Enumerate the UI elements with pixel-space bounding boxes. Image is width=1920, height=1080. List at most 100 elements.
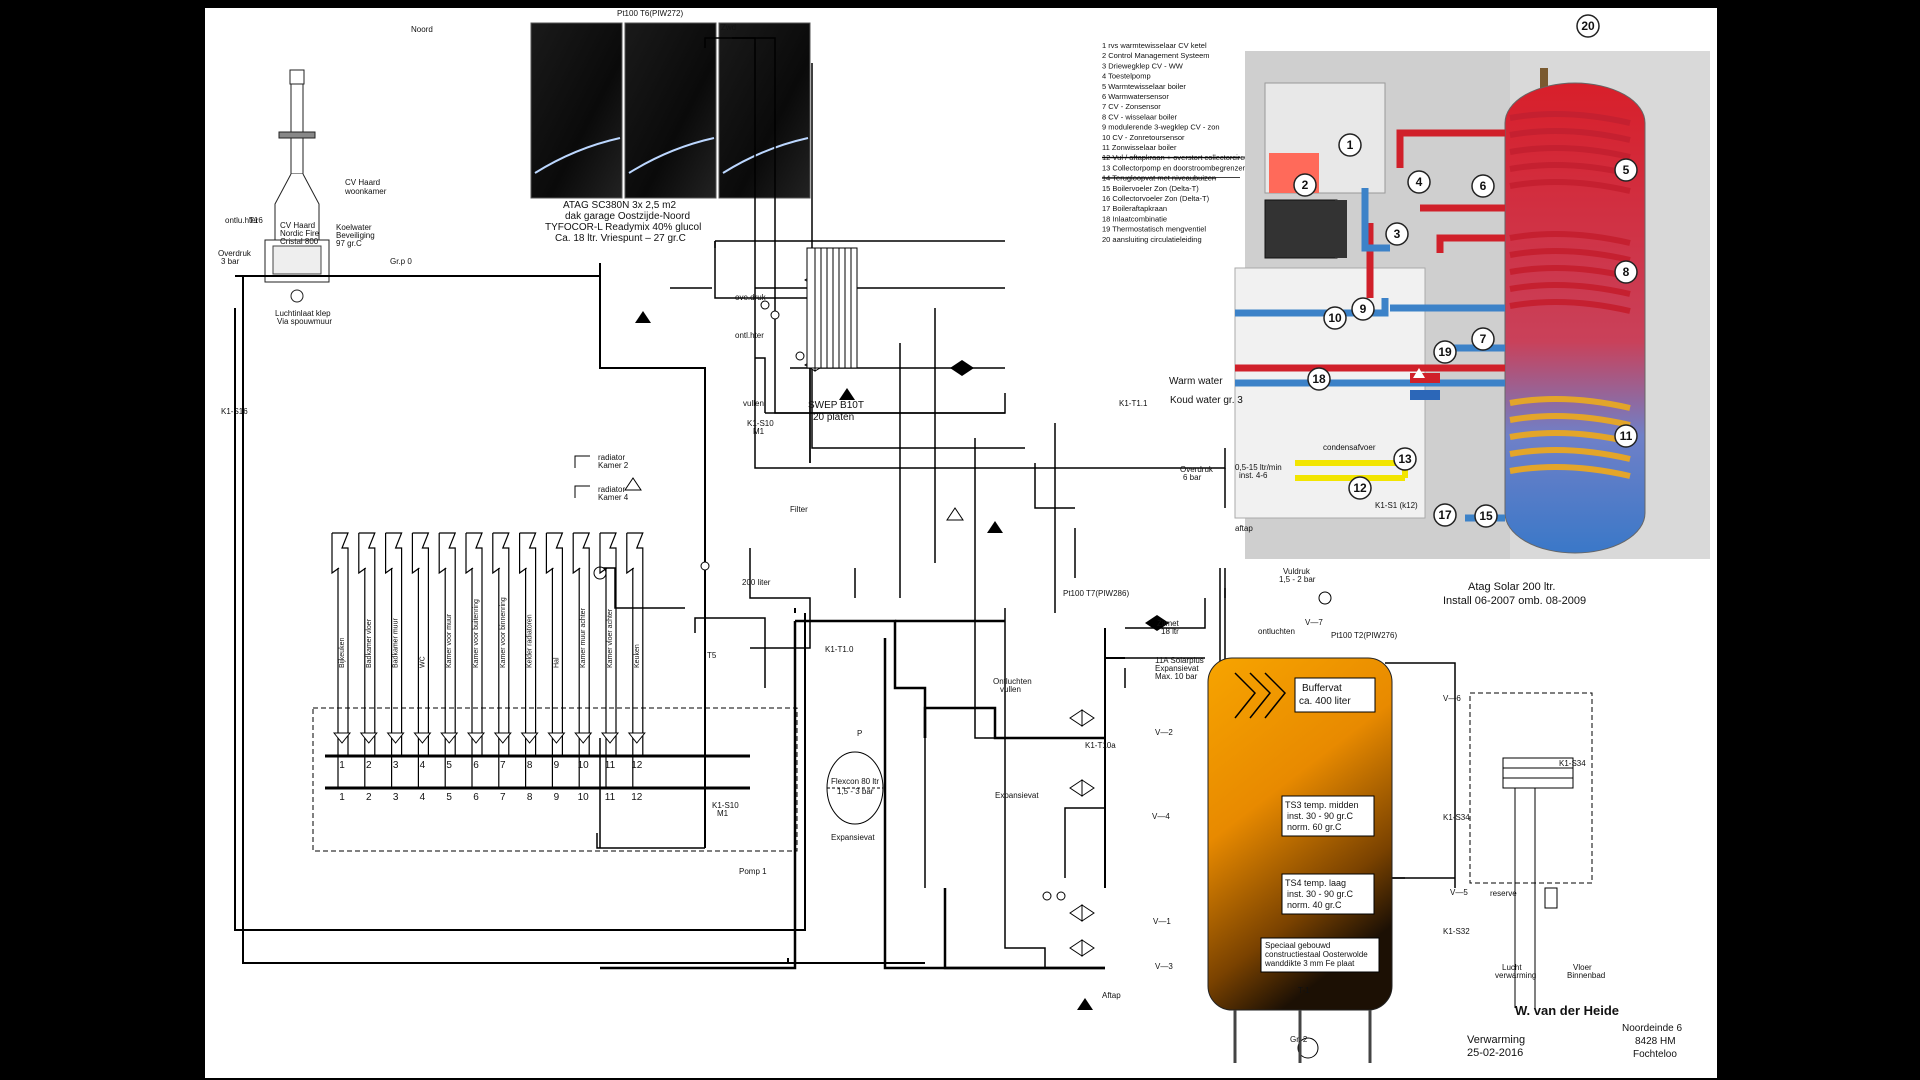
flexcon-expansion-vessel: Flexcon 80 ltr 1,5 - 3 bar Expansievat P xyxy=(826,729,884,842)
circuit-loop xyxy=(465,532,483,756)
boiler-number-label: 13 xyxy=(1398,452,1412,466)
circuit-number-return: 5 xyxy=(446,792,452,803)
circuit-loop xyxy=(358,532,376,756)
circuit-number-return: 3 xyxy=(393,792,399,803)
radiator-kamer2-a: radiator xyxy=(598,453,625,462)
collector-panel-3 xyxy=(718,22,811,199)
boiler-number-marker xyxy=(1433,340,1457,364)
expansion-2: Expansievat xyxy=(1155,664,1199,673)
circuit-number-return: 2 xyxy=(366,792,372,803)
buffer-pt100-t2: Pt100 T2(PIW276) xyxy=(1331,631,1397,640)
legend-item: 20 aansluiting circulatieleiding xyxy=(1102,235,1202,244)
collector-panel-2 xyxy=(624,22,717,199)
legend-item: 18 Inlaatcombinatie xyxy=(1102,214,1167,223)
legend-item: 2 Control Management Systeem xyxy=(1102,51,1210,60)
legend-item: 11 Zonwisselaar boiler xyxy=(1102,143,1177,152)
legend-item: 10 CV - Zonretoursensor xyxy=(1102,133,1185,142)
owner-name: W. van der Heide xyxy=(1515,1003,1619,1018)
valve-v4: V—4 xyxy=(1152,812,1170,821)
circuit-label: Kamer voor buitenring xyxy=(473,599,480,668)
cold-water-label: Koud water gr. 3 xyxy=(1170,395,1243,406)
boiler-overdruk-1: Overdruk xyxy=(1180,465,1214,474)
circuit-loop xyxy=(599,532,617,756)
circuit-number-supply: 11 xyxy=(605,760,616,771)
boiler-number-label: 15 xyxy=(1479,509,1493,523)
ts3-line-3: norm. 60 gr.C xyxy=(1287,822,1342,832)
circuit-valve-icon xyxy=(466,732,486,744)
fireplace-unit-line-3: Cristal 800 xyxy=(280,237,319,246)
circuit-number-supply: 10 xyxy=(578,760,590,771)
fireplace-cooling-3: 97 gr.C xyxy=(336,239,362,248)
fireplace-vent: ontlu.hter xyxy=(225,216,259,225)
legend-item: 5 Warmtewisselaar boiler xyxy=(1102,82,1186,91)
legend-item: 14 Terugloopvat met niveaubuizen xyxy=(1102,174,1216,183)
circuit-number-return: 12 xyxy=(631,792,643,803)
valve-v7: V—7 xyxy=(1305,618,1323,627)
ts3-line-2: inst. 30 - 90 gr.C xyxy=(1287,811,1354,821)
circuit-loop xyxy=(385,532,403,756)
circuit-valve-icon xyxy=(440,732,459,744)
radiator-m1: M1 xyxy=(717,809,729,818)
radiator-kamer2-b: Kamer 2 xyxy=(598,461,629,470)
ts4-line-2: inst. 30 - 90 gr.C xyxy=(1287,889,1354,899)
fireplace-title: CV Haard xyxy=(345,178,380,187)
buffer-title-2: ca. 400 liter xyxy=(1299,696,1351,707)
reserve-label: reserve xyxy=(1490,889,1517,898)
boiler-number-label: 9 xyxy=(1360,302,1367,316)
collector-caption-3: TYFOCOR-L Readymix 40% glucol xyxy=(545,222,701,233)
circuit-loop xyxy=(331,532,349,756)
circuit-valve-icon xyxy=(332,732,352,744)
boiler-number-marker xyxy=(1385,222,1409,246)
legend-item: 17 Boileraftapkraan xyxy=(1102,204,1167,213)
hx-expansion: 200 liter xyxy=(742,578,771,587)
k1s32: K1-S32 xyxy=(1443,927,1470,936)
buffer-pt100-t7: Pt100 T7(PIW286) xyxy=(1063,589,1129,598)
pump-g2-label: Gr. 2 xyxy=(1290,1035,1308,1044)
circuit-label: Kelder radiatoren xyxy=(527,614,534,668)
hx-k1s10: K1-S10 xyxy=(747,419,774,428)
drawing-date: 25-02-2016 xyxy=(1467,1047,1523,1059)
boiler-number-label: 12 xyxy=(1353,481,1367,495)
lucht-2: verwarming xyxy=(1495,971,1536,980)
boiler-number-marker xyxy=(1433,503,1457,527)
zilmet-1: Zilmet xyxy=(1157,619,1180,628)
legend-item: 16 Collectorvoeler Zon (Delta-T) xyxy=(1102,194,1210,203)
circuit-number-supply: 5 xyxy=(446,760,452,771)
fireplace-sensor: T16 xyxy=(249,216,263,225)
boiler-number-marker xyxy=(1393,447,1417,471)
fireplace-airvalve-1: Luchtinlaat klep xyxy=(275,309,331,318)
valve-v5: V—5 xyxy=(1450,888,1468,897)
hx-plates: 20 platen xyxy=(813,412,854,423)
pipe-network xyxy=(234,37,1456,970)
buffer-sensor-t1: T-1 xyxy=(1298,986,1310,995)
right-heating-circuit: K1-S34 K1-S34 K1-S32 reserve Lucht verwa… xyxy=(1443,692,1605,1008)
circuit-number-return: 10 xyxy=(578,792,590,803)
circuit-number-supply: 2 xyxy=(366,760,372,771)
boiler-number-label: 10 xyxy=(1328,311,1342,325)
radiator-kamer4-b: Kamer 4 xyxy=(598,493,629,502)
boiler-number-marker xyxy=(1407,170,1431,194)
flexcon-line-2: 1,5 - 3 bar xyxy=(837,787,874,796)
circuit-number-supply: 7 xyxy=(500,760,506,771)
boiler-caption-2: Install 06-2007 omb. 08-2009 xyxy=(1443,595,1586,607)
hx-ontlucht: ontl.hter xyxy=(735,331,764,340)
hx-overdruk: ove.druk xyxy=(735,293,767,302)
circuit-valve-icon xyxy=(600,732,620,744)
circuit-loop xyxy=(626,532,644,756)
boiler-number-label: 5 xyxy=(1623,163,1630,177)
boiler-number-label: 20 xyxy=(1581,19,1595,33)
circuit-label: Badkamer vloer xyxy=(366,618,373,668)
buffer-k1t10a: K1-T10a xyxy=(1085,741,1116,750)
circuit-valve-icon xyxy=(386,732,405,744)
boiler-number-marker xyxy=(1348,476,1372,500)
circuit-label: Kamer voor binnenring xyxy=(500,597,507,668)
buffer-k1t10: K1-T1.0 xyxy=(825,645,854,654)
boiler-number-label: 2 xyxy=(1302,178,1309,192)
radiator-kamer4-a: radiator xyxy=(598,485,625,494)
zilmet-2: 18 ltr xyxy=(1161,627,1179,636)
k1s34-a: K1-S34 xyxy=(1559,759,1586,768)
circuit-label: Keuken xyxy=(634,644,641,668)
boiler-number-label: 8 xyxy=(1623,265,1630,279)
hx-vullen: vullen xyxy=(743,399,764,408)
